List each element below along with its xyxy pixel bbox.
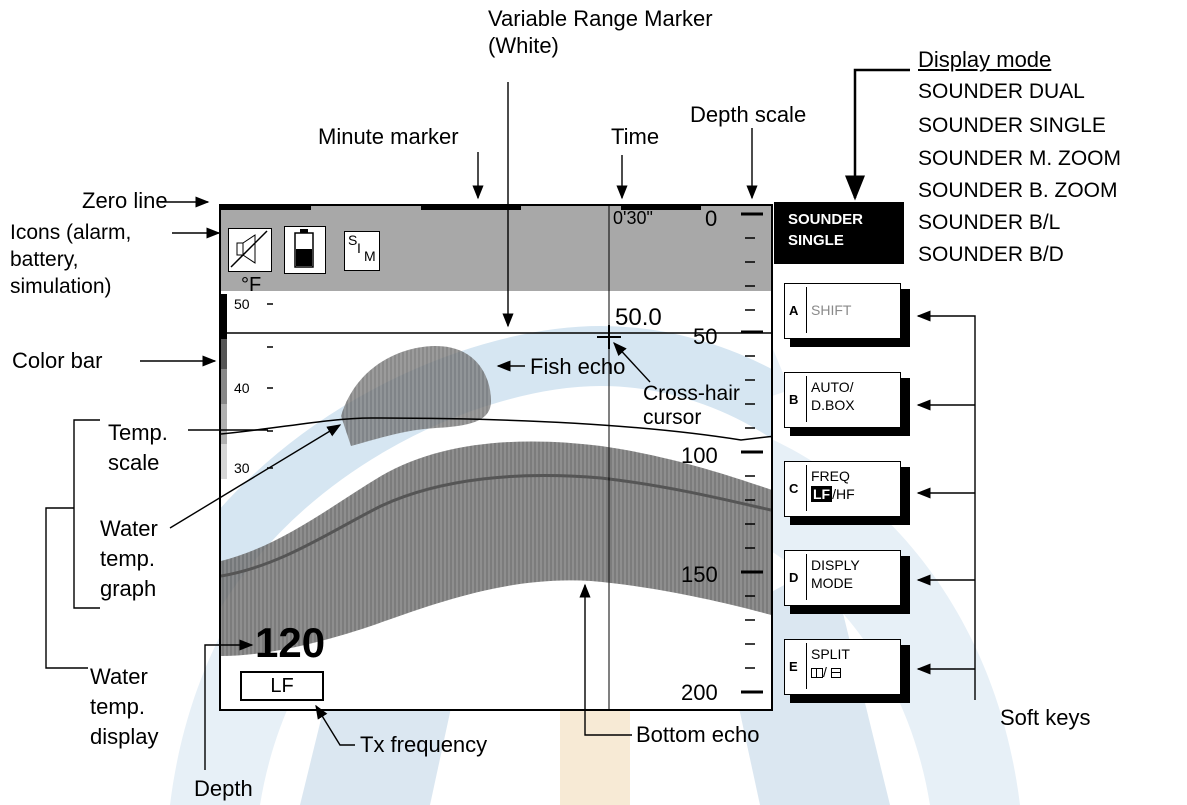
leader-lines [0, 0, 1187, 805]
